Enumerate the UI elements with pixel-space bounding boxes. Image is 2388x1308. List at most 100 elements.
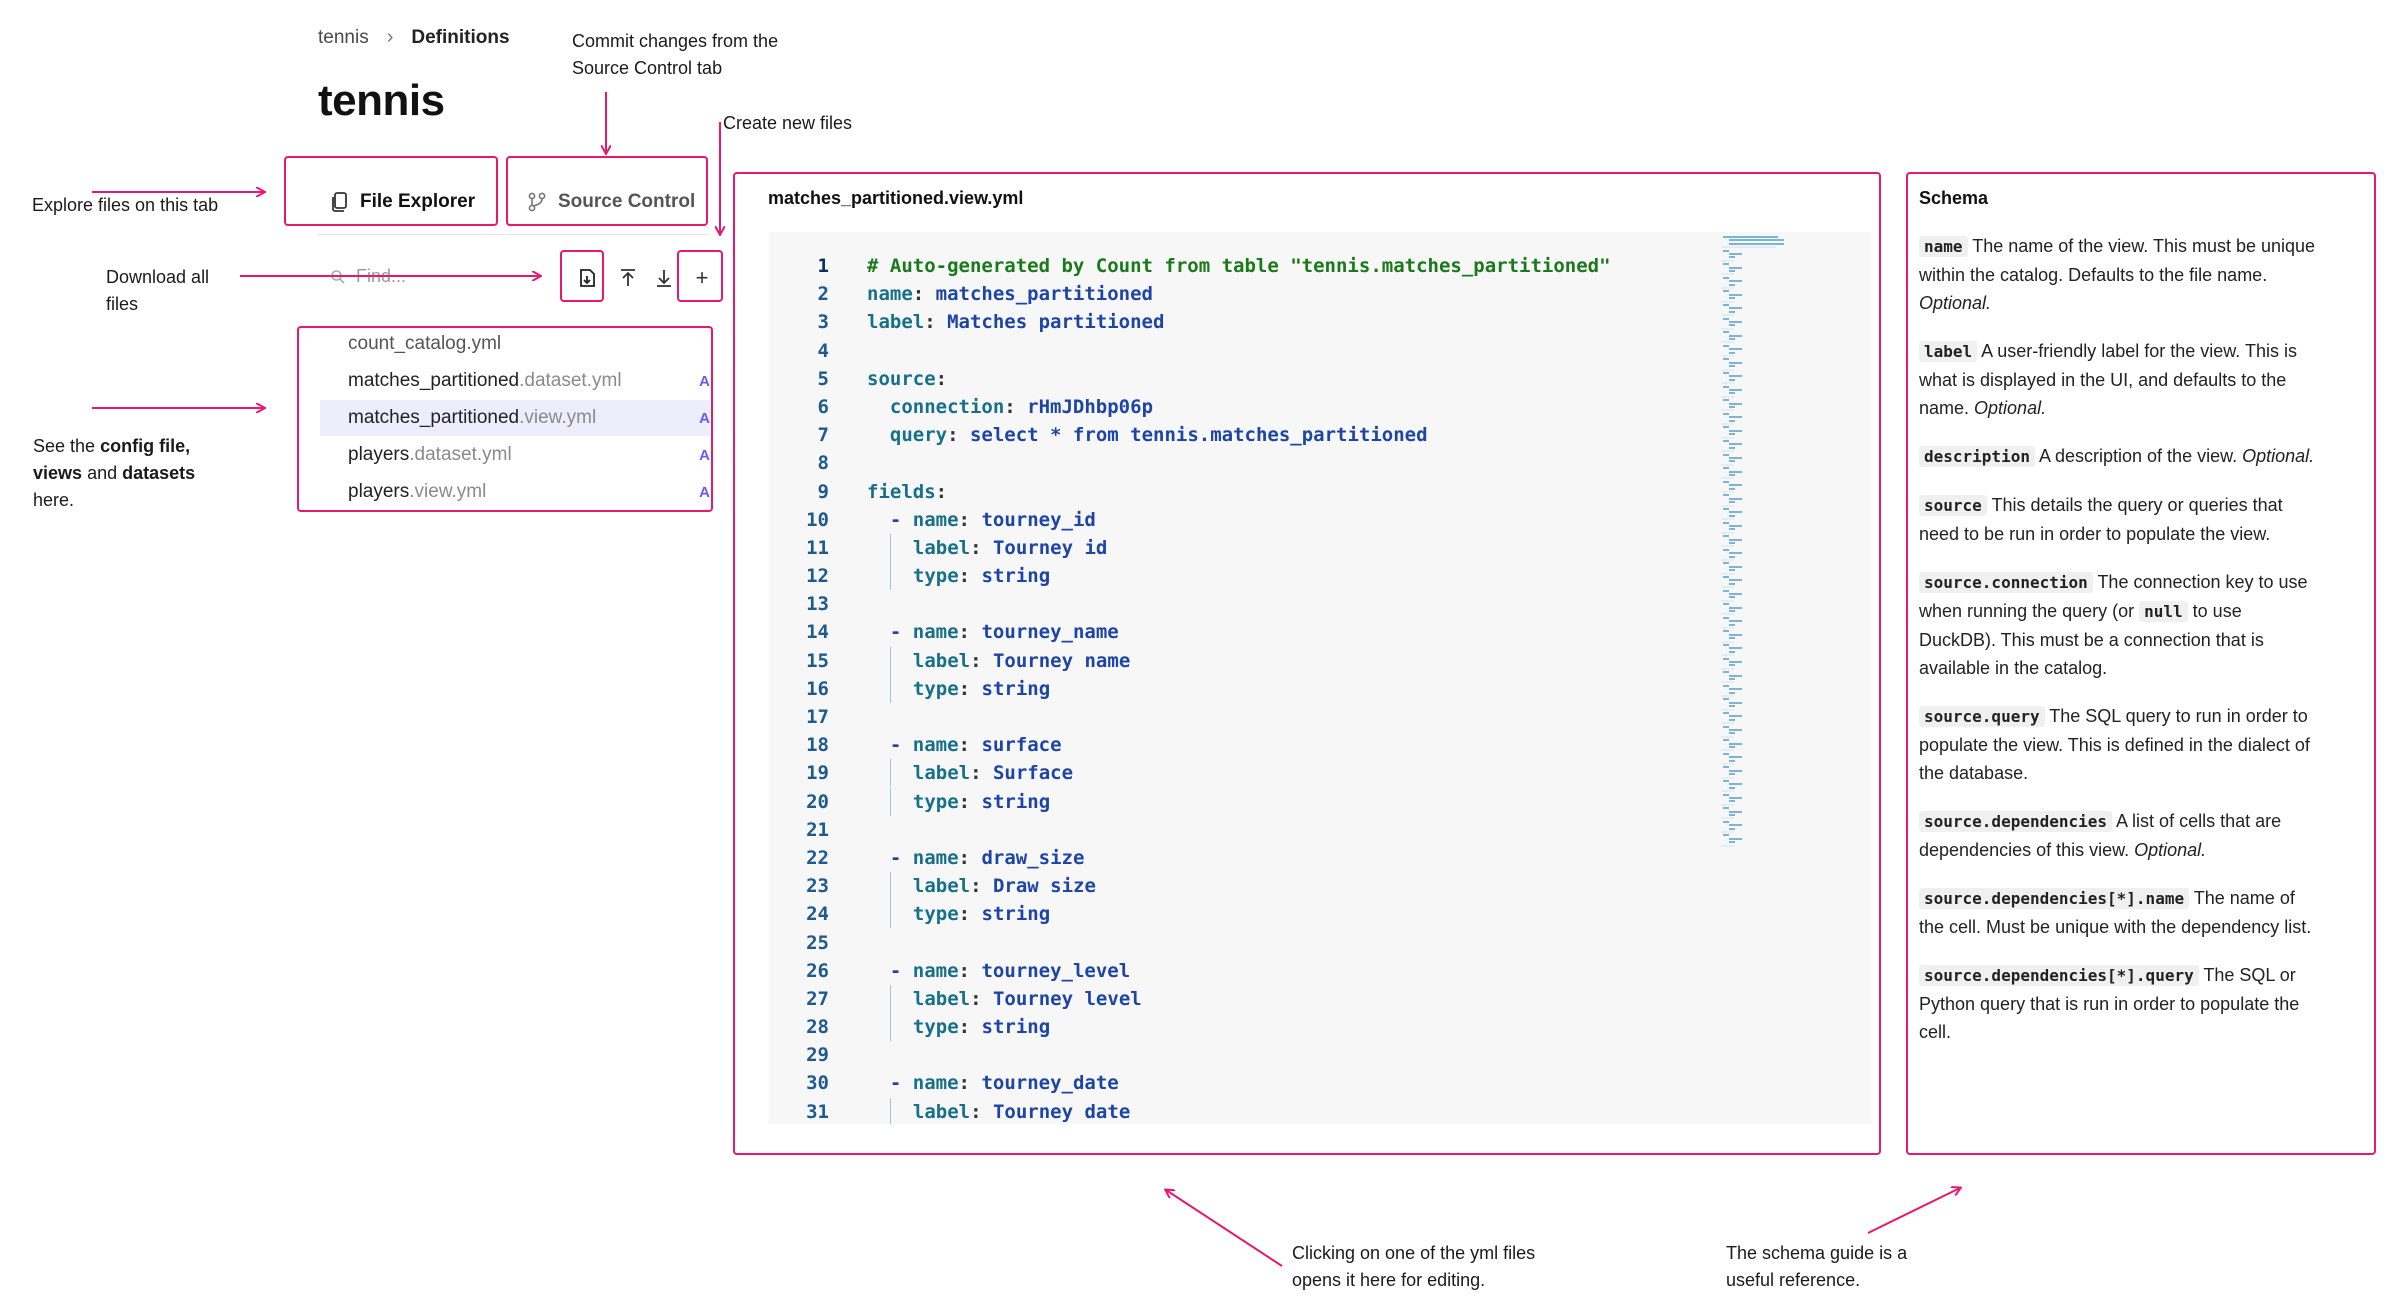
tab-file-explorer[interactable]: File Explorer	[330, 188, 475, 216]
code-line[interactable]: 17	[769, 703, 1611, 731]
code-line[interactable]: 21	[769, 816, 1611, 844]
minimap-line	[1729, 593, 1742, 595]
line-number: 19	[806, 762, 829, 785]
list-item[interactable]: matches_partitioned.dataset.yml A	[348, 370, 710, 391]
tab-divider	[318, 234, 708, 235]
code-line[interactable]: 7 query: select * from tennis.matches_pa…	[769, 421, 1611, 449]
code-line[interactable]: 18 - name: surface	[769, 731, 1611, 759]
minimap-line	[1721, 763, 1734, 765]
code-line[interactable]: 25	[769, 929, 1611, 957]
line-number: 6	[817, 395, 829, 418]
minimap-line	[1729, 348, 1742, 351]
minimap-line	[1729, 701, 1742, 704]
code-line[interactable]: 19 label: Surface	[769, 759, 1611, 788]
code-line[interactable]: 26 - name: tourney_level	[769, 957, 1611, 985]
minimap-line	[1729, 443, 1742, 446]
minimap-line	[1721, 518, 1734, 521]
code-line[interactable]: 6 connection: rHmJDhbp06p	[769, 393, 1611, 421]
code-line[interactable]: 30 - name: tourney_date	[769, 1069, 1611, 1097]
minimap-line	[1729, 637, 1735, 640]
line-number: 24	[806, 903, 829, 926]
code-line[interactable]: 29	[769, 1041, 1611, 1069]
minimap[interactable]	[1721, 232, 1784, 1124]
code-line[interactable]: 27 label: Tourney level	[769, 984, 1611, 1013]
line-content: label: Tourney level	[867, 984, 1142, 1013]
minimap-line	[1729, 555, 1735, 558]
schema-item: source.dependencies[*].query The SQL or …	[1919, 965, 2300, 1042]
code-line[interactable]: 15 label: Tourney name	[769, 646, 1611, 675]
minimap-line	[1729, 307, 1742, 310]
code-line[interactable]: 14 - name: tourney_name	[769, 618, 1611, 646]
code-line[interactable]: 31 label: Tourney date	[769, 1097, 1611, 1124]
code-line[interactable]: 22 - name: draw_size	[769, 844, 1611, 872]
list-item[interactable]: count_catalog.yml	[348, 333, 502, 354]
code-line[interactable]: 13	[769, 590, 1611, 618]
minimap-line	[1729, 633, 1742, 636]
line-content: label: Draw size	[867, 872, 1096, 901]
line-content: type: string	[867, 900, 1050, 929]
page-title: tennis	[318, 76, 445, 125]
minimap-line	[1721, 463, 1734, 466]
upload-button[interactable]	[614, 264, 642, 292]
code-line[interactable]: 24 type: string	[769, 900, 1611, 929]
minimap-line	[1729, 565, 1742, 568]
minimap-line	[1729, 514, 1735, 517]
line-number: 28	[806, 1016, 829, 1039]
code-editor[interactable]: 1# Auto-generated by Count from table "t…	[769, 232, 1871, 1124]
minimap-line	[1729, 402, 1742, 405]
schema-item: label A user-friendly label for the view…	[1919, 341, 2297, 418]
download-button[interactable]	[650, 264, 678, 292]
code-line[interactable]: 23 label: Draw size	[769, 872, 1611, 901]
minimap-line	[1729, 429, 1742, 432]
new-file-button[interactable]: +	[688, 264, 716, 292]
breadcrumb-parent[interactable]: tennis	[318, 26, 369, 48]
annotation-box-editor	[733, 172, 1881, 1155]
line-number: 18	[806, 734, 829, 757]
minimap-line	[1729, 528, 1735, 531]
line-content: - name: draw_size	[889, 846, 1085, 869]
minimap-line	[1729, 841, 1735, 844]
line-number: 27	[806, 987, 829, 1010]
minimap-line	[1729, 773, 1735, 776]
minimap-line	[1729, 691, 1735, 694]
minimap-line	[1723, 766, 1729, 769]
line-content: type: string	[867, 562, 1050, 591]
line-number: 22	[806, 846, 829, 869]
code-line[interactable]: 1# Auto-generated by Count from table "t…	[769, 252, 1611, 280]
code-line[interactable]: 20 type: string	[769, 787, 1611, 816]
minimap-line	[1729, 610, 1735, 612]
download-all-button[interactable]	[574, 264, 602, 292]
code-line[interactable]: 10 - name: tourney_id	[769, 506, 1611, 534]
minimap-line	[1721, 722, 1734, 725]
minimap-line	[1729, 256, 1735, 259]
line-number: 11	[806, 536, 829, 559]
minimap-line	[1723, 630, 1729, 633]
code-line[interactable]: 12 type: string	[769, 562, 1611, 591]
code-lines[interactable]: 1# Auto-generated by Count from table "t…	[769, 252, 1611, 1124]
code-line[interactable]: 8	[769, 449, 1611, 477]
list-item[interactable]: players.dataset.yml A	[348, 444, 710, 465]
code-line[interactable]: 4	[769, 337, 1611, 365]
minimap-line	[1721, 586, 1734, 589]
minimap-line	[1729, 389, 1742, 391]
code-line[interactable]: 28 type: string	[769, 1013, 1611, 1042]
code-line[interactable]: 11 label: Tourney id	[769, 533, 1611, 562]
list-item-selected[interactable]: matches_partitioned.view.yml A	[320, 400, 710, 436]
tab-source-control[interactable]: Source Control	[526, 188, 695, 216]
minimap-line	[1721, 708, 1734, 711]
minimap-line	[1723, 399, 1729, 402]
minimap-line	[1723, 453, 1729, 456]
line-number: 7	[817, 424, 829, 447]
code-line[interactable]: 16 type: string	[769, 674, 1611, 703]
list-item[interactable]: players.view.yml A	[348, 481, 710, 502]
minimap-line	[1729, 392, 1735, 395]
minimap-line	[1721, 368, 1734, 371]
minimap-line	[1723, 304, 1729, 306]
minimap-line	[1723, 263, 1729, 266]
minimap-line	[1729, 786, 1735, 789]
